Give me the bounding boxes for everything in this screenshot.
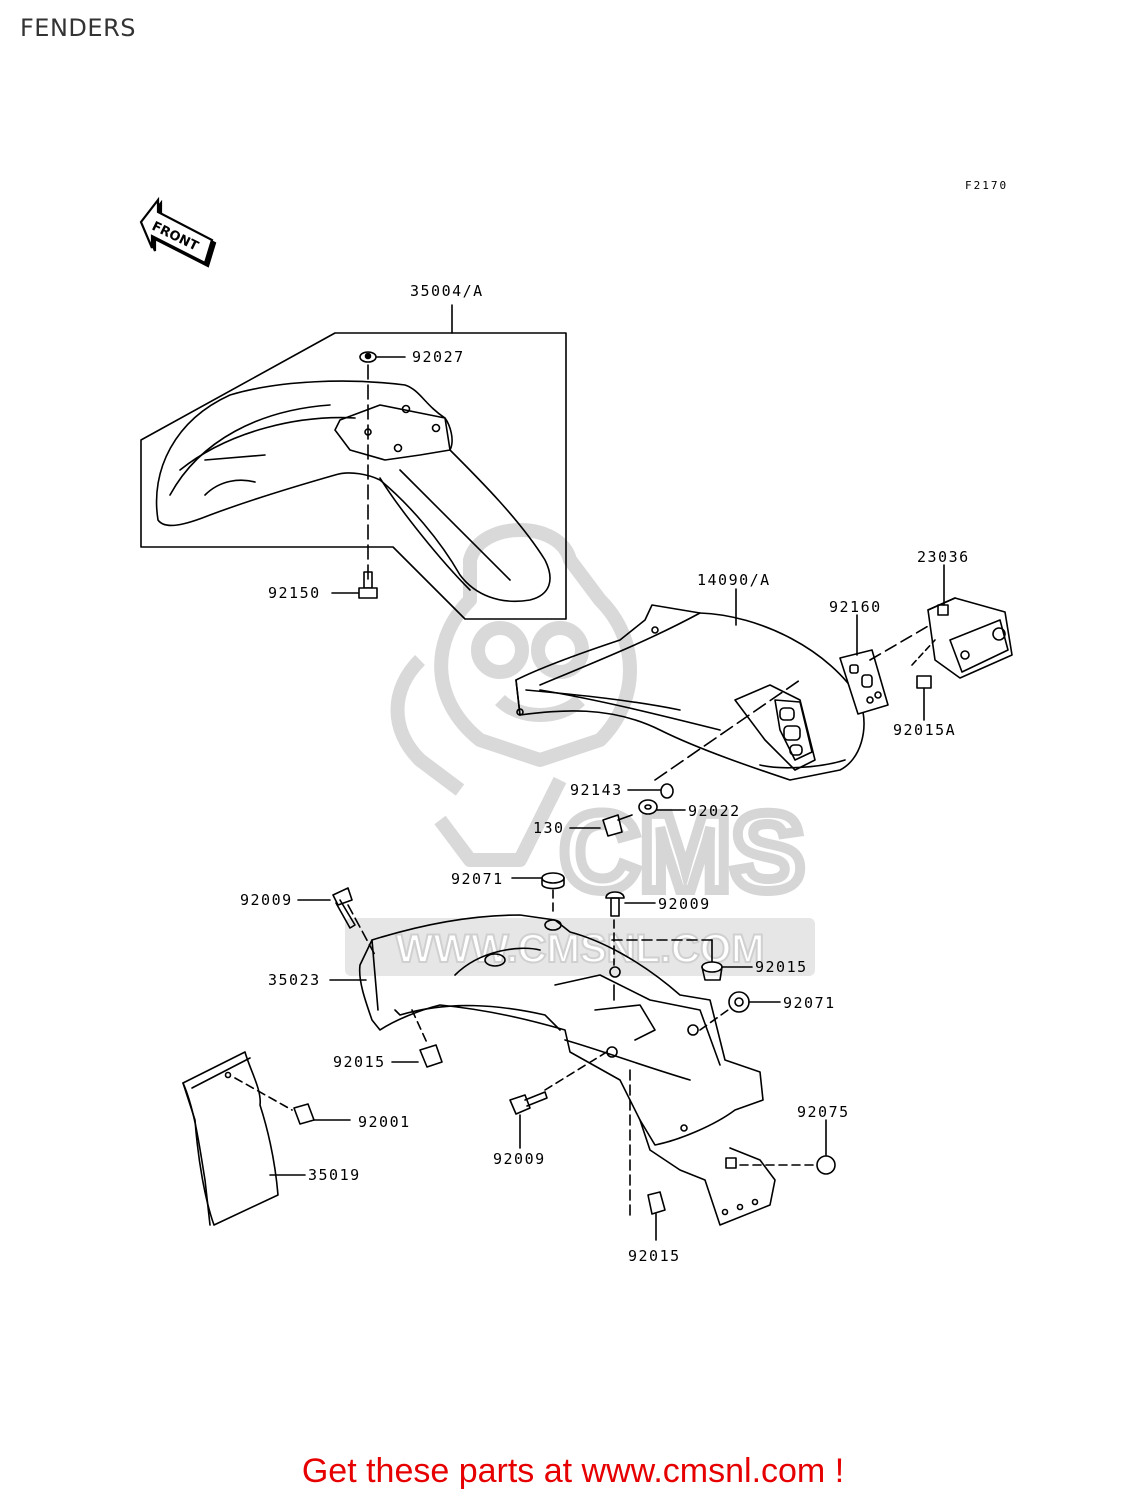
label-92015-right: 92015 [755, 958, 808, 976]
label-23036: 23036 [917, 548, 970, 566]
rear-fender [515, 604, 865, 781]
label-92015A: 92015A [893, 721, 956, 739]
plate-92160 [839, 614, 889, 715]
collar-92143 [627, 783, 674, 799]
label-35004A: 35004/A [410, 282, 484, 300]
washer-92022 [638, 799, 686, 815]
label-92009-bottom: 92009 [493, 1150, 546, 1168]
label-92071-right: 92071 [783, 994, 836, 1012]
screw-92009-center [605, 891, 656, 917]
nut-92015A [911, 639, 936, 721]
label-92001: 92001 [358, 1113, 411, 1131]
label-92015-left: 92015 [333, 1053, 386, 1071]
footer-link[interactable]: Get these parts at www.cmsnl.com ! [301, 1452, 845, 1490]
grommet-92071-right [728, 991, 781, 1013]
label-92160: 92160 [829, 598, 882, 616]
front-arrow-icon [139, 196, 217, 268]
label-92027: 92027 [412, 348, 465, 366]
bolt-92150 [331, 571, 378, 599]
label-92075: 92075 [797, 1103, 850, 1121]
label-92071-top: 92071 [451, 870, 504, 888]
label-92022: 92022 [688, 802, 741, 820]
mud-flap [182, 1051, 306, 1226]
label-130: 130 [533, 819, 565, 837]
bolt-130 [569, 814, 633, 837]
bolt-92001 [293, 1103, 351, 1125]
grommet-92071-top [511, 872, 565, 890]
watermark-url-bg [345, 918, 815, 976]
screw-92009-left [297, 887, 356, 929]
label-35023: 35023 [268, 971, 321, 989]
inner-rear-fender [358, 914, 776, 1226]
label-92150: 92150 [268, 584, 321, 602]
page-title: FENDERS [20, 14, 136, 42]
collar-92015-left [391, 1044, 443, 1068]
label-35019: 35019 [308, 1166, 361, 1184]
fenders-diagram: CMS WWW.CMSNL.COM F2170 FRONT [139, 179, 1013, 1265]
tail-light-23036 [927, 564, 1013, 679]
label-92015-bottom: 92015 [628, 1247, 681, 1265]
watermark-cms: CMS [560, 791, 804, 914]
grommet-92075 [725, 1119, 836, 1175]
front-fender-kit-box [140, 332, 567, 620]
label-92009-left: 92009 [240, 891, 293, 909]
collar-92015-right [701, 961, 753, 981]
front-fender [155, 380, 551, 603]
screw-92009-bottom [509, 1091, 548, 1149]
label-14090A: 14090/A [697, 571, 771, 589]
collar-92015-bottom [647, 1191, 666, 1241]
cms-watermark [390, 523, 637, 867]
label-92009-center: 92009 [658, 895, 711, 913]
label-92143: 92143 [570, 781, 623, 799]
figure-code: F2170 [965, 179, 1008, 192]
